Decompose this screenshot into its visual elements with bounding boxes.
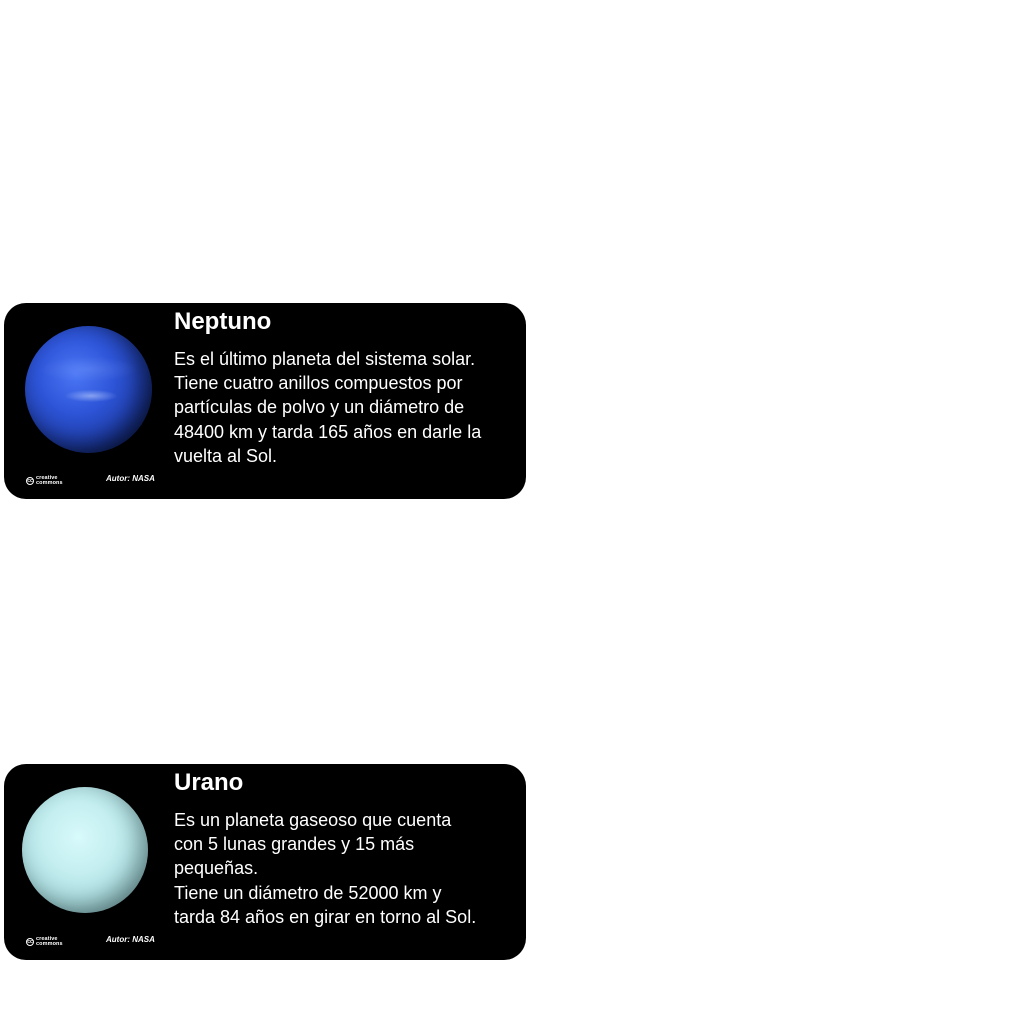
- card-title: Urano: [174, 769, 244, 796]
- cc-label: creative commons: [36, 936, 63, 947]
- uranus-image: [22, 787, 148, 913]
- planet-card-neptune: Neptuno Es el último planeta del sistema…: [4, 303, 526, 499]
- description-line: Tiene cuatro anillos compuestos por: [174, 373, 463, 394]
- description-line: tarda 84 años en girar en torno al Sol.: [174, 906, 477, 927]
- description-line: Tiene un diámetro de 52000 km y: [174, 882, 442, 903]
- image-author: Autor: NASA: [106, 474, 155, 483]
- creative-commons-logo: cc creative commons: [26, 475, 63, 487]
- image-author: Autor: NASA: [106, 935, 155, 944]
- planet-card-uranus: Urano Es un planeta gaseoso que cuenta c…: [4, 764, 526, 960]
- cc-icon: cc: [26, 938, 34, 946]
- description-line: vuelta al Sol.: [174, 445, 278, 466]
- creative-commons-logo: cc creative commons: [26, 936, 63, 948]
- description-line: Es un planeta gaseoso que cuenta: [174, 810, 452, 830]
- cc-label-line2: commons: [36, 941, 63, 947]
- cc-label-line2: commons: [36, 480, 63, 486]
- description-line: 48400 km y tarda 165 años en darle la: [174, 421, 482, 442]
- cc-label-line1: creative: [36, 475, 58, 481]
- description-line: pequeñas.: [174, 858, 259, 879]
- card-title: Neptuno: [174, 308, 272, 335]
- cc-label-line1: creative: [36, 936, 58, 942]
- cc-label: creative commons: [36, 475, 63, 486]
- description-line: partículas de polvo y un diámetro de: [174, 397, 465, 418]
- description-line: Es el último planeta del sistema solar.: [174, 349, 476, 369]
- cc-icon: cc: [26, 477, 34, 485]
- neptune-image: [25, 326, 152, 453]
- card-description: Es un planeta gaseoso que cuenta con 5 l…: [174, 808, 519, 929]
- card-description: Es el último planeta del sistema solar. …: [174, 347, 519, 468]
- description-line: con 5 lunas grandes y 15 más: [174, 834, 415, 855]
